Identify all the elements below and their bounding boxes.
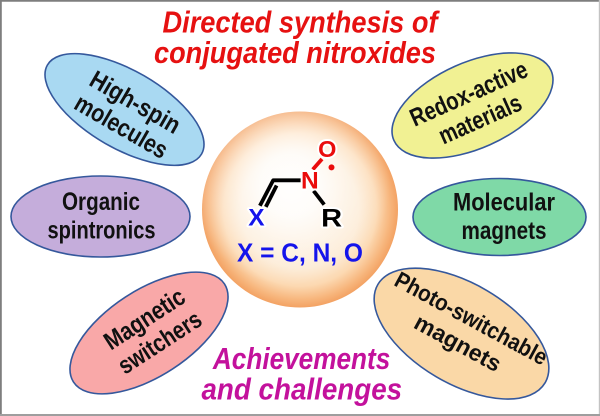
svg-text:X: X bbox=[248, 205, 265, 232]
svg-text:Organic: Organic bbox=[62, 188, 140, 216]
svg-text:R: R bbox=[321, 205, 342, 233]
svg-text:Molecular: Molecular bbox=[453, 189, 555, 217]
svg-text:Directed synthesis of: Directed synthesis of bbox=[163, 5, 440, 40]
svg-text:magnets: magnets bbox=[462, 217, 547, 245]
svg-text:and challenges: and challenges bbox=[201, 372, 402, 407]
svg-text:Achievements: Achievements bbox=[212, 341, 390, 376]
svg-text:conjugated nitroxides: conjugated nitroxides bbox=[154, 35, 436, 70]
svg-text:N: N bbox=[301, 168, 319, 195]
svg-text:X = C, N, O: X = C, N, O bbox=[237, 239, 363, 267]
svg-text:spintronics: spintronics bbox=[48, 216, 156, 244]
svg-text:O: O bbox=[318, 136, 336, 162]
